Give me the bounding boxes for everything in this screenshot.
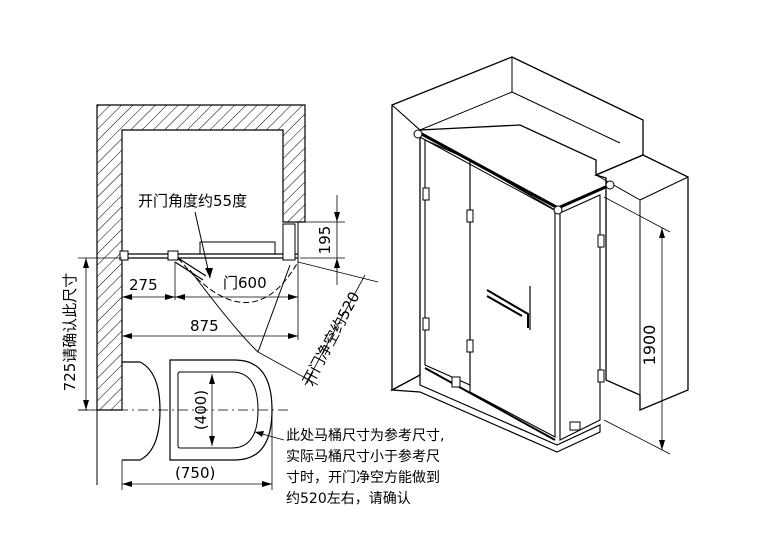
- dim-195-text: 195: [316, 226, 334, 255]
- iso-glass: [413, 129, 615, 441]
- dim-275-600: 275 门600: [121, 262, 299, 300]
- iso-side-wall: [594, 154, 689, 411]
- note-line-3: 寸时，开门净空方能做到: [286, 470, 440, 486]
- dim-275-text: 275: [129, 276, 158, 294]
- iso-view: 1900: [389, 56, 689, 455]
- dim-875-text: 875: [190, 317, 219, 335]
- clear-520-text: 开门净空约520: [299, 289, 364, 389]
- dim-725: 725请确认此尺寸: [61, 257, 122, 411]
- dim-195: 195: [300, 195, 345, 285]
- side-725-text: 725请确认此尺寸: [61, 273, 79, 392]
- dim-clear-520: 开门净空约520: [257, 261, 379, 389]
- dim-875: 875: [122, 300, 299, 340]
- door-angle-label: 开门角度约55度: [138, 192, 247, 210]
- shower-glass-line: [119, 222, 299, 262]
- height-1900-text: 1900: [640, 325, 659, 366]
- note-line-1: 此处马桶尺寸为参考尺寸,: [286, 427, 444, 444]
- toilet-note: 此处马桶尺寸为参考尺寸, 实际马桶尺寸小于参考尺 寸时，开门净空方能做到 约52…: [286, 427, 444, 507]
- note-line-2: 实际马桶尺寸小于参考尺: [286, 448, 440, 465]
- toilet-400-text: (400): [192, 390, 210, 430]
- door-swing: [174, 257, 299, 353]
- note-line-4: 约520左右，请确认: [286, 491, 411, 507]
- dim-1900: 1900: [603, 196, 671, 455]
- toilet-750-text: (750): [175, 464, 215, 482]
- plan-view: 开门角度约55度 195 275 门600: [61, 104, 444, 507]
- dim-750: (750): [121, 410, 273, 490]
- door-600-text: 门600: [223, 274, 267, 292]
